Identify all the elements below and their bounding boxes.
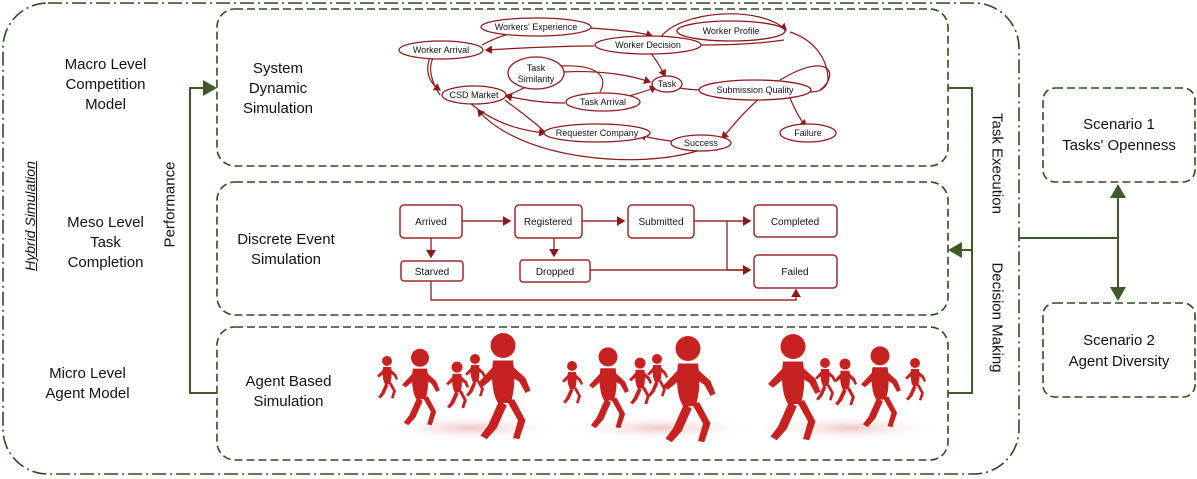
running-figure-icon bbox=[629, 357, 653, 405]
system-dynamic-simulation-label: System Dynamic Simulation bbox=[228, 59, 328, 119]
scenario-1-box bbox=[1042, 87, 1196, 183]
sd-label-task-similarity-1: Task bbox=[527, 63, 546, 73]
micro-line-1: Micro Level bbox=[49, 365, 126, 382]
meso-level-label: Meso Level Task Completion bbox=[48, 213, 163, 273]
hybrid-simulation-label: Hybrid Simulation bbox=[22, 161, 38, 271]
performance-connector bbox=[189, 80, 217, 394]
de-label-submitted: Submitted bbox=[638, 217, 683, 228]
agent-based-simulation-label: Agent Based Simulation bbox=[236, 372, 341, 412]
des-line-2: Simulation bbox=[250, 251, 322, 268]
sd-label-task-arrival: Task Arrival bbox=[580, 97, 626, 107]
de-label-starved: Starved bbox=[415, 267, 449, 278]
de-state-starved bbox=[400, 260, 464, 282]
sd-node-task-similarity bbox=[507, 56, 565, 90]
sd-node-success bbox=[670, 134, 732, 152]
discrete-event-simulation-label: Discrete Event Simulation bbox=[226, 230, 346, 270]
de-state-registered bbox=[514, 204, 583, 239]
sd-label-task: Task bbox=[658, 79, 677, 89]
sd-nodes bbox=[398, 17, 837, 152]
sd-label-submission-quality: Submission Quality bbox=[716, 85, 794, 95]
macro-level-label: Macro Level Competition Model bbox=[48, 55, 163, 115]
sd-label-worker-decision: Worker Decision bbox=[615, 40, 681, 50]
macro-line-1: Macro Level bbox=[64, 56, 147, 73]
de-state-completed bbox=[753, 204, 838, 238]
sd-label-requester-company: Requester Company bbox=[556, 128, 639, 138]
running-figure-icon bbox=[402, 348, 440, 426]
de-label-failed: Failed bbox=[781, 267, 808, 278]
de-state-failed bbox=[753, 254, 838, 289]
sd-node-workers-experience bbox=[480, 17, 592, 37]
scenario-1-title: Scenario 1 bbox=[1083, 116, 1155, 133]
de-state-arrived bbox=[399, 204, 463, 239]
running-figure-icon bbox=[834, 358, 858, 406]
sd-label-csd-market: CSD Market bbox=[449, 90, 499, 100]
de-label-arrived: Arrived bbox=[415, 217, 447, 228]
scenario-2-title: Scenario 2 bbox=[1083, 332, 1155, 349]
micro-line-2: Agent Model bbox=[45, 385, 130, 402]
running-figure-icon bbox=[647, 354, 668, 397]
scenario-1-label: Scenario 1 Tasks' Openness bbox=[1043, 114, 1195, 156]
running-figure-icon bbox=[562, 361, 583, 404]
sd-label-worker-profile: Worker Profile bbox=[703, 26, 760, 36]
agent-crowd bbox=[375, 333, 945, 443]
micro-level-label: Micro Level Agent Model bbox=[30, 364, 145, 404]
decision-making-label: Decision Making bbox=[988, 262, 1006, 373]
de-label-registered: Registered bbox=[524, 217, 572, 228]
sd-labels: Workers' Experience Worker Profile Worke… bbox=[413, 22, 822, 148]
running-figure-icon bbox=[905, 358, 926, 401]
meso-line-2: Task bbox=[90, 234, 121, 251]
sd-label-failure: Failure bbox=[794, 128, 822, 138]
macro-line-3: Model bbox=[85, 96, 126, 113]
running-figure-icon bbox=[815, 358, 836, 401]
scenario-2-label: Scenario 2 Agent Diversity bbox=[1043, 330, 1195, 372]
sd-node-worker-arrival bbox=[398, 40, 484, 60]
de-labels: Arrived Registered Submitted Completed S… bbox=[415, 217, 819, 278]
sd-node-task bbox=[651, 75, 683, 93]
des-line-1: Discrete Event bbox=[237, 231, 335, 248]
task-execution-connector bbox=[948, 87, 973, 394]
sd-label-success: Success bbox=[684, 138, 719, 148]
de-state-submitted bbox=[627, 204, 695, 239]
sds-line-2: Dynamic bbox=[248, 80, 308, 97]
de-links bbox=[426, 216, 801, 301]
task-execution-label: Task Execution bbox=[988, 113, 1006, 214]
abs-line-1: Agent Based bbox=[245, 373, 332, 390]
scenario-2-subtitle: Agent Diversity bbox=[1068, 353, 1170, 370]
abs-line-2: Simulation bbox=[253, 393, 324, 410]
sd-node-worker-decision bbox=[594, 35, 702, 55]
sd-node-task-arrival bbox=[565, 92, 641, 112]
sd-label-worker-arrival: Worker Arrival bbox=[413, 45, 469, 55]
macro-line-2: Competition bbox=[65, 76, 146, 93]
performance-label: Performance bbox=[161, 161, 179, 248]
scenario-2-box bbox=[1042, 302, 1196, 398]
de-states bbox=[399, 204, 838, 289]
meso-line-1: Meso Level bbox=[67, 214, 144, 231]
sds-line-1: System bbox=[252, 60, 303, 77]
sd-label-workers-experience: Workers' Experience bbox=[495, 22, 578, 32]
de-label-dropped: Dropped bbox=[536, 267, 574, 278]
running-figure-icon bbox=[377, 356, 398, 399]
sds-line-3: Simulation bbox=[242, 100, 314, 117]
scenario-1-subtitle: Tasks' Openness bbox=[1062, 137, 1176, 154]
sd-node-requester-company bbox=[543, 123, 651, 143]
sd-node-failure bbox=[779, 123, 837, 143]
sd-node-worker-profile bbox=[676, 20, 786, 42]
de-state-dropped bbox=[519, 259, 591, 283]
sd-node-submission-quality bbox=[698, 79, 812, 101]
running-figure-icon bbox=[465, 354, 486, 397]
running-figure-icon bbox=[446, 361, 470, 409]
meso-line-3: Completion bbox=[67, 254, 144, 271]
de-label-completed: Completed bbox=[771, 217, 819, 228]
sd-label-task-similarity-2: Similarity bbox=[518, 74, 555, 84]
sd-node-csd-market bbox=[441, 85, 507, 105]
